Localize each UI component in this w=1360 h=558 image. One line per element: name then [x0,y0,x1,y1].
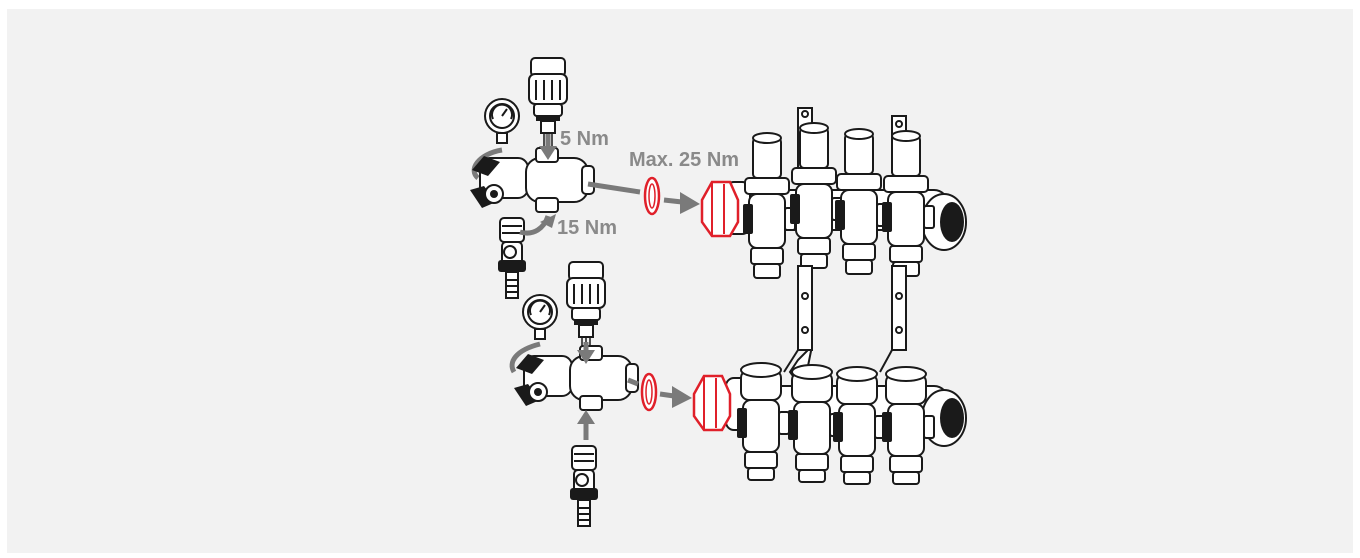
gauge-top [484,98,520,144]
manifold-top-bar [700,107,967,279]
torque-label-5nm: 5 Nm [560,128,609,150]
arrow-vent-to-body-top [539,134,557,160]
gauge-bottom [522,294,558,340]
manifold-bottom-bar [692,362,967,485]
torque-label-15nm: 15 Nm [557,217,617,239]
top-fill-valve-group [469,57,595,299]
arrow-vent-to-body-bottom [577,342,595,364]
arrow-body-to-gasket-top [587,181,641,195]
arrow-gasket-to-manifold-top [663,192,700,214]
fill-valve-body-top [469,147,595,213]
arrow-body-to-gasket-bottom [627,377,639,387]
arrow-gasket-to-manifold-bottom [659,386,692,408]
gasket-bottom [640,372,658,412]
manifold-mount-brackets [783,265,907,382]
gasket-top [643,176,661,216]
bottom-fill-valve-group [509,261,639,527]
diagram-panel [7,9,1353,553]
drain-cock-bottom [569,445,599,527]
torque-label-max-25nm: Max. 25 Nm [629,149,739,171]
fill-valve-body-bottom [513,345,639,411]
